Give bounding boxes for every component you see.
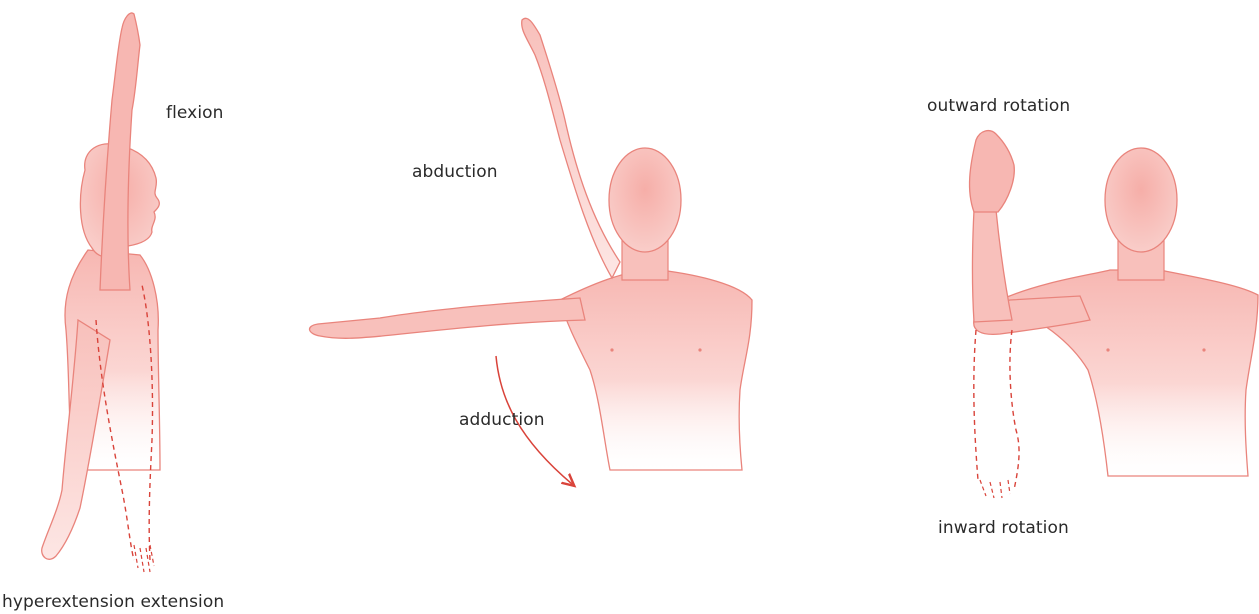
inward-rotation-forearm-dashed	[974, 330, 1019, 490]
front-head-3	[1105, 148, 1177, 252]
nipple-left-3	[1106, 348, 1109, 351]
side-view-figure	[42, 13, 160, 572]
outward-rotation-forearm	[973, 210, 1013, 322]
label-inward-rotation: inward rotation	[938, 518, 1069, 538]
nipple-right-2	[698, 348, 701, 351]
label-outward-rotation: outward rotation	[927, 96, 1070, 116]
front-torso-2	[560, 270, 752, 470]
inward-rotation-hand-dashed	[980, 480, 1010, 498]
abduction-raised-arm	[522, 18, 620, 278]
abduction-horizontal-arm	[310, 298, 585, 338]
nipple-left-2	[610, 348, 613, 351]
extension-hand-dashed	[134, 545, 154, 572]
label-flexion: flexion	[166, 103, 224, 123]
label-adduction: adduction	[459, 410, 545, 430]
front-head-2	[609, 148, 681, 252]
outward-rotation-hand	[970, 131, 1015, 212]
label-hyperextension-extension: hyperextension extension	[2, 592, 224, 612]
label-abduction: abduction	[412, 162, 498, 182]
front-view-rotation-figure	[970, 131, 1258, 498]
nipple-right-3	[1202, 348, 1205, 351]
